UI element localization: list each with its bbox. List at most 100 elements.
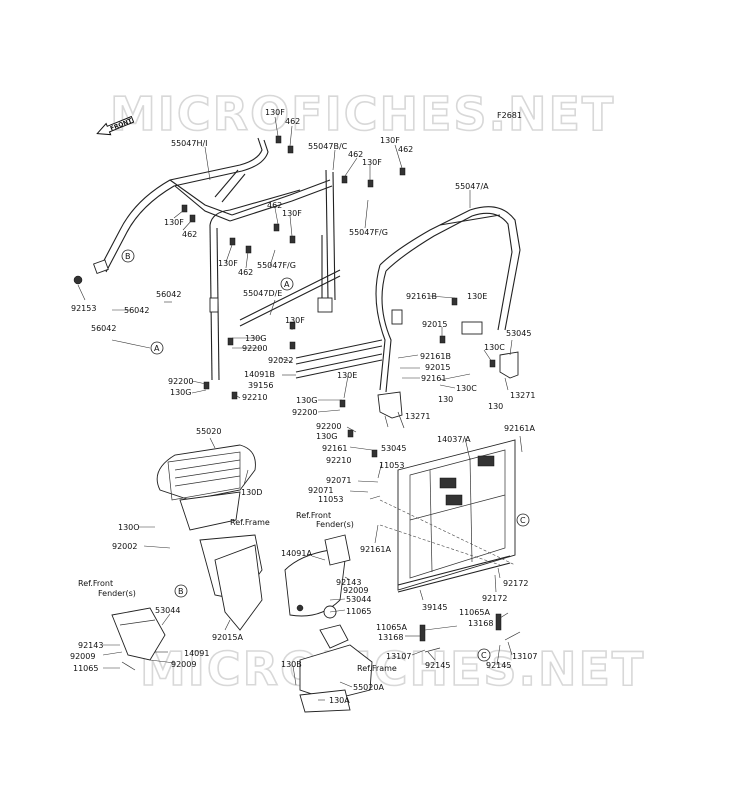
label-130e: 130E: [337, 371, 357, 380]
label-fenders: Fender(s): [316, 520, 354, 529]
label-56042: 56042: [91, 324, 116, 333]
label-92009: 92009: [70, 652, 95, 661]
cargo-net: [379, 439, 516, 591]
label-92009: 92009: [171, 660, 196, 669]
label-14037-a: 14037/A: [437, 435, 471, 444]
leader-lines: [77, 116, 523, 701]
label-11065: 11065: [346, 607, 371, 616]
label-130a: 130A: [329, 696, 350, 705]
label-130: 130: [438, 395, 453, 404]
label-462: 462: [267, 201, 282, 210]
label-130f: 130F: [164, 218, 184, 227]
pins-right: [121, 613, 521, 671]
label-14091: 14091: [184, 649, 209, 658]
fender-center: [284, 534, 351, 619]
front-guard: [156, 444, 263, 631]
label-55047-a: 55047/A: [455, 182, 489, 191]
label-92161b: 92161B: [406, 292, 437, 301]
label-92145: 92145: [486, 661, 511, 670]
label-92161b: 92161B: [420, 352, 451, 361]
svg-text:C: C: [520, 516, 526, 525]
label-92145: 92145: [425, 661, 450, 670]
label-92071: 92071: [326, 476, 351, 485]
label-92143: 92143: [78, 641, 103, 650]
part-labels: 130F 462 55047H/I 55047B/C 462 130F 130F…: [70, 108, 537, 705]
svg-text:C: C: [481, 651, 487, 660]
label-11053: 11053: [318, 495, 343, 504]
label-130g: 130G: [170, 388, 191, 397]
label-92210: 92210: [326, 456, 351, 465]
callout-b-upper: B: [121, 249, 135, 263]
label-11053: 11053: [379, 461, 404, 470]
label-130f: 130F: [362, 158, 382, 167]
label-130b: 130B: [281, 660, 302, 669]
label-55020a: 55020A: [353, 683, 384, 692]
callout-a-left: A: [150, 341, 164, 355]
label-462: 462: [348, 150, 363, 159]
label-130g: 130G: [296, 396, 317, 405]
label-462: 462: [182, 230, 197, 239]
label-39145: 39145: [422, 603, 447, 612]
label-130c: 130C: [456, 384, 477, 393]
label-53045: 53045: [381, 444, 406, 453]
svg-text:A: A: [154, 344, 160, 353]
label-13168: 13168: [378, 633, 403, 642]
label-92200: 92200: [168, 377, 193, 386]
label-92009: 92009: [343, 586, 368, 595]
callout-c-lower: C: [477, 648, 491, 662]
label-53044: 53044: [346, 595, 371, 604]
lower-bumper: [299, 624, 373, 713]
bolt-icons-upper: [73, 135, 496, 458]
label-11065: 11065: [73, 664, 98, 673]
label-92153: 92153: [71, 304, 96, 313]
label-92200: 92200: [316, 422, 341, 431]
label-39156: 39156: [248, 381, 273, 390]
label-130f: 130F: [285, 316, 305, 325]
label-92002: 92002: [112, 542, 137, 551]
label-130o: 130O: [118, 523, 140, 532]
svg-text:B: B: [125, 252, 131, 261]
label-130d: 130D: [241, 488, 262, 497]
label-92071: 92071: [308, 486, 333, 495]
lower-bar: [397, 555, 511, 593]
label-55047d-e: 55047D/E: [243, 289, 282, 298]
label-462: 462: [398, 145, 413, 154]
label-ref-front: Ref.Front: [78, 579, 113, 588]
label-55020: 55020: [196, 427, 221, 436]
label-92143: 92143: [336, 578, 361, 587]
label-13107: 13107: [386, 652, 411, 661]
label-130e: 130E: [467, 292, 487, 301]
label-92161a: 92161A: [360, 545, 391, 554]
label-92015a: 92015A: [212, 633, 243, 642]
label-fenders: Fender(s): [98, 589, 136, 598]
label-92172: 92172: [503, 579, 528, 588]
label-53045: 53045: [506, 329, 531, 338]
label-14091a: 14091A: [281, 549, 312, 558]
callout-a-upper: A: [280, 277, 294, 291]
label-130: 130: [488, 402, 503, 411]
label-ref-frame: Ref.Frame: [357, 664, 397, 673]
label-130c: 130C: [484, 343, 505, 352]
label-92200: 92200: [242, 344, 267, 353]
label-13107: 13107: [512, 652, 537, 661]
label-56042: 56042: [124, 306, 149, 315]
label-92015: 92015: [425, 363, 450, 372]
callout-b-lower: B: [174, 584, 188, 598]
fender-left: [111, 607, 166, 661]
grab-bar: [295, 339, 383, 379]
figure-code: F2681: [497, 111, 522, 120]
label-130f: 130F: [218, 259, 238, 268]
label-92161: 92161: [421, 374, 446, 383]
label-11065a: 11065A: [376, 623, 407, 632]
label-13271: 13271: [405, 412, 430, 421]
svg-text:A: A: [284, 280, 290, 289]
label-53044: 53044: [155, 606, 180, 615]
label-55047f-g: 55047F/G: [257, 261, 296, 270]
label-13271: 13271: [510, 391, 535, 400]
label-ref-front: Ref.Front: [296, 511, 331, 520]
label-14091b: 14091B: [244, 370, 275, 379]
label-92210: 92210: [242, 393, 267, 402]
callout-c-right: C: [516, 513, 530, 527]
label-ref-frame: Ref.Frame: [230, 518, 270, 527]
